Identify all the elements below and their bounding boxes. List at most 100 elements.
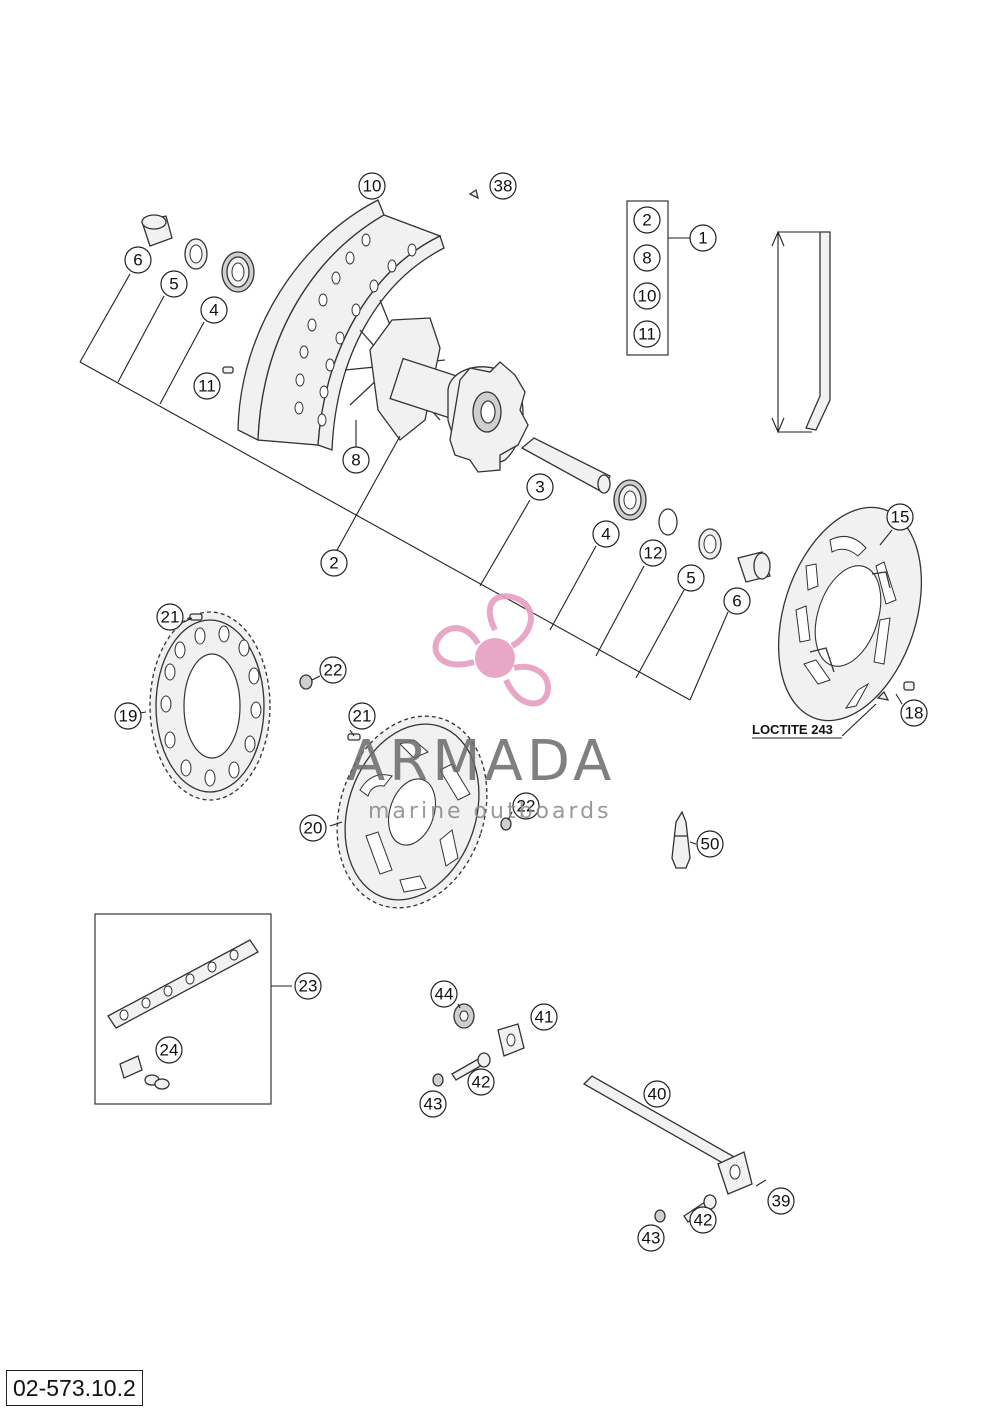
callout-5: 5: [677, 564, 705, 592]
chain-adjuster: [497, 1023, 525, 1057]
svg-text:39: 39: [772, 1192, 791, 1211]
callout-19: 19: [114, 702, 142, 730]
svg-text:21: 21: [161, 608, 180, 627]
distance-bushing: [520, 437, 611, 494]
seal-ring-right: [698, 528, 722, 560]
svg-text:3: 3: [535, 478, 544, 497]
propeller-logo: [432, 593, 552, 707]
svg-text:44: 44: [435, 985, 454, 1004]
callout-8: 8: [342, 446, 370, 474]
callout-39: 39: [767, 1187, 795, 1215]
kit-group-box: [626, 200, 669, 356]
svg-text:6: 6: [732, 592, 741, 611]
callout-5: 5: [160, 270, 188, 298]
circlip: [658, 508, 678, 536]
svg-text:20: 20: [304, 819, 323, 838]
svg-text:19: 19: [119, 707, 138, 726]
callout-6: 6: [723, 587, 751, 615]
svg-text:2: 2: [329, 554, 338, 573]
svg-text:21: 21: [353, 707, 372, 726]
loctite-bottle: [671, 810, 691, 869]
rear-sprocket-large: [149, 611, 271, 801]
spoke-nipple: [222, 366, 234, 374]
callout-2: 2: [633, 206, 661, 234]
wheel-hub: [369, 317, 529, 473]
svg-text:10: 10: [638, 287, 657, 306]
callout-4: 4: [592, 520, 620, 548]
svg-text:4: 4: [209, 301, 218, 320]
svg-text:40: 40: [648, 1085, 667, 1104]
callout-42: 42: [467, 1068, 495, 1096]
callout-23: 23: [294, 972, 322, 1000]
svg-text:10: 10: [363, 177, 382, 196]
callout-15: 15: [886, 503, 914, 531]
spacer-left: [141, 214, 173, 247]
callout-10: 10: [358, 172, 386, 200]
spacer-right: [737, 551, 771, 583]
callout-44: 44: [430, 980, 458, 1008]
callout-18: 18: [900, 699, 928, 727]
assembly-axis-line: [79, 361, 691, 701]
svg-text:41: 41: [535, 1008, 554, 1027]
svg-text:23: 23: [299, 977, 318, 996]
callout-12: 12: [639, 539, 667, 567]
bearing-right: [613, 479, 647, 521]
watermark-tagline: marine outboards: [368, 799, 612, 824]
callout-3: 3: [526, 473, 554, 501]
chain-joint: [119, 1055, 170, 1090]
svg-text:50: 50: [701, 835, 720, 854]
wheel-spindle: [582, 1075, 753, 1195]
svg-text:38: 38: [494, 177, 513, 196]
callout-43: 43: [637, 1224, 665, 1252]
lock-nut: [432, 1073, 666, 1223]
svg-text:1: 1: [698, 229, 707, 248]
loctite-note: LOCTITE 243: [752, 722, 833, 737]
svg-text:8: 8: [351, 451, 360, 470]
callout-40: 40: [643, 1080, 671, 1108]
svg-text:22: 22: [324, 661, 343, 680]
callout-38: 38: [489, 172, 517, 200]
spoke-length-detail: [771, 230, 831, 434]
watermark-brand: ARMADA: [347, 729, 615, 794]
callout-8: 8: [633, 244, 661, 272]
svg-text:15: 15: [891, 508, 910, 527]
svg-text:8: 8: [642, 249, 651, 268]
svg-text:11: 11: [638, 325, 656, 344]
svg-text:43: 43: [424, 1095, 443, 1114]
svg-text:11: 11: [198, 377, 216, 396]
callout-11: 11: [193, 372, 221, 400]
svg-text:24: 24: [160, 1041, 179, 1060]
callout-10: 10: [633, 282, 661, 310]
callout-42: 42: [689, 1206, 717, 1234]
disc-screw: [876, 681, 915, 701]
svg-text:2: 2: [642, 211, 651, 230]
callout-1: 1: [689, 224, 717, 252]
callout-50: 50: [696, 830, 724, 858]
spoke-nipple-small: [468, 188, 479, 200]
callout-41: 41: [530, 1003, 558, 1031]
drive-chain: [107, 939, 259, 1029]
spindle-washer: [755, 1179, 767, 1187]
bearing-left: [221, 251, 255, 293]
seal-ring-left: [184, 238, 208, 270]
callout-2: 2: [320, 549, 348, 577]
svg-text:18: 18: [905, 704, 924, 723]
callout-20: 20: [299, 814, 327, 842]
brake-disc: [777, 506, 923, 722]
watermark: ARMADA marine outboards: [347, 593, 615, 824]
svg-text:6: 6: [133, 251, 142, 270]
callout-43: 43: [419, 1090, 447, 1118]
chain-group-box: [94, 913, 272, 1105]
callout-21: 21: [156, 603, 184, 631]
callout-4: 4: [200, 296, 228, 324]
leader-lines: [79, 273, 903, 1009]
svg-text:42: 42: [694, 1211, 713, 1230]
callout-11: 11: [633, 320, 661, 348]
svg-text:5: 5: [169, 275, 178, 294]
rear-sprocket-small: [336, 715, 488, 909]
sprocket-nut: [299, 674, 512, 831]
svg-text:22: 22: [517, 797, 536, 816]
adjuster-nut: [453, 1003, 475, 1029]
callout-22: 22: [512, 792, 540, 820]
